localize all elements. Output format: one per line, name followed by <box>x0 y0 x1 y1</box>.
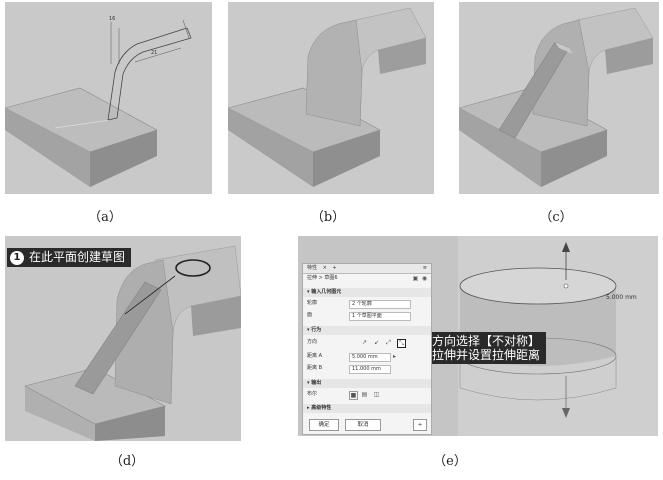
step-number-badge: 1 <box>10 250 24 265</box>
dialog-tab-bar: 特性 × + ≡ <box>303 264 431 274</box>
add-button[interactable]: + <box>413 419 427 431</box>
profile-row: 轮廓 <box>303 299 431 308</box>
expand-icon: ▸ <box>307 405 312 411</box>
sketch-circle <box>175 259 211 277</box>
eye-icon[interactable]: ◉ <box>421 275 428 282</box>
add-tab-icon[interactable]: + <box>332 265 337 271</box>
distance-a-input[interactable]: 5.000 mm <box>349 353 391 362</box>
section-advanced[interactable]: ▸ 高级特性 <box>303 404 431 413</box>
face-row: 面 <box>303 311 431 320</box>
sketch-model-a <box>5 19 192 187</box>
collapse-icon: ▾ <box>307 380 312 386</box>
callout-d: 1 在此平面创建草图 <box>7 248 132 267</box>
extruded-model-b <box>228 7 427 187</box>
face-selector[interactable]: 1 个草图平面 <box>349 312 411 321</box>
save-icon[interactable]: ▣ <box>412 275 419 282</box>
sketch-plane-model-d <box>24 245 241 441</box>
distance-b-label: 距离 B <box>307 365 323 371</box>
section-behavior[interactable]: ▾ 行为 <box>303 326 431 335</box>
collapse-icon: ▾ <box>307 289 312 295</box>
dimension-label-top: 16 <box>109 16 116 22</box>
boolean-row: 布尔 <box>303 390 431 399</box>
dimension-label: 5.000 mm <box>606 294 637 301</box>
callout-e: 1 方向选择【不对称】 拉伸并设置拉伸距离 <box>412 332 547 364</box>
direction-label: 方向 <box>307 339 318 345</box>
tab-features[interactable]: 特性 <box>307 265 318 271</box>
distance-b-row: 距离 B <box>303 364 431 373</box>
profile-selector[interactable]: 2 个轮廓 <box>349 300 411 309</box>
collapse-icon: ▾ <box>307 327 312 333</box>
direction-flip-icon[interactable]: ↙ <box>373 339 380 346</box>
join-icon[interactable]: ■ <box>349 391 358 400</box>
cut-icon[interactable]: ▤ <box>361 391 368 398</box>
section-input-geometry[interactable]: ▾ 输入几何图元 <box>303 288 431 297</box>
figure-panel-d: 1 在此平面创建草图 <box>5 236 241 441</box>
caption-b: （b） <box>310 210 346 225</box>
figure-panel-a: 16 21 <box>5 2 212 194</box>
callout-text-line2: 拉伸并设置拉伸距离 <box>432 348 541 362</box>
boolean-label: 布尔 <box>307 391 318 397</box>
profile-label: 轮廓 <box>307 300 318 306</box>
caption-c: （c） <box>539 210 573 225</box>
distance-a-row: 距离 A <box>303 352 431 361</box>
section-output[interactable]: ▾ 输出 <box>303 379 431 388</box>
direction-asymmetric-icon[interactable]: ⤡ <box>397 339 406 348</box>
feature-properties-dialog: 特性 × + ≡ 拉伸 > 草图6 ▣ ◉ ▾ 输入几何图元 轮廓 2 个轮廓 … <box>302 263 432 435</box>
dimension-label-mid: 21 <box>151 50 158 56</box>
distance-b-input[interactable]: 11.000 mm <box>349 365 391 374</box>
distance-a-label: 距离 A <box>307 353 323 359</box>
intersect-icon[interactable]: ◫ <box>373 391 380 398</box>
ribbed-model-c <box>459 7 654 187</box>
callout-text-line1: 方向选择【不对称】 <box>432 334 541 348</box>
figure-panel-b <box>228 2 434 194</box>
caption-a: （a） <box>88 210 122 225</box>
face-label: 面 <box>307 312 313 318</box>
callout-text: 在此平面创建草图 <box>29 250 126 264</box>
caption-d: （d） <box>109 454 145 469</box>
menu-icon[interactable]: ≡ <box>422 265 427 271</box>
cancel-button[interactable]: 取消 <box>345 419 381 431</box>
direction-row: 方向 <box>303 338 431 347</box>
direction-symmetric-icon[interactable]: ⤢ <box>386 339 391 346</box>
ok-button[interactable]: 确定 <box>309 419 339 431</box>
close-icon[interactable]: × <box>322 265 327 271</box>
figure-panel-c <box>459 2 659 194</box>
dropdown-arrow-icon[interactable]: ▸ <box>392 353 396 360</box>
caption-e: （e） <box>433 454 467 469</box>
breadcrumb: 拉伸 > 草图6 <box>307 275 338 281</box>
direction-default-icon[interactable]: ↗ <box>361 339 368 346</box>
